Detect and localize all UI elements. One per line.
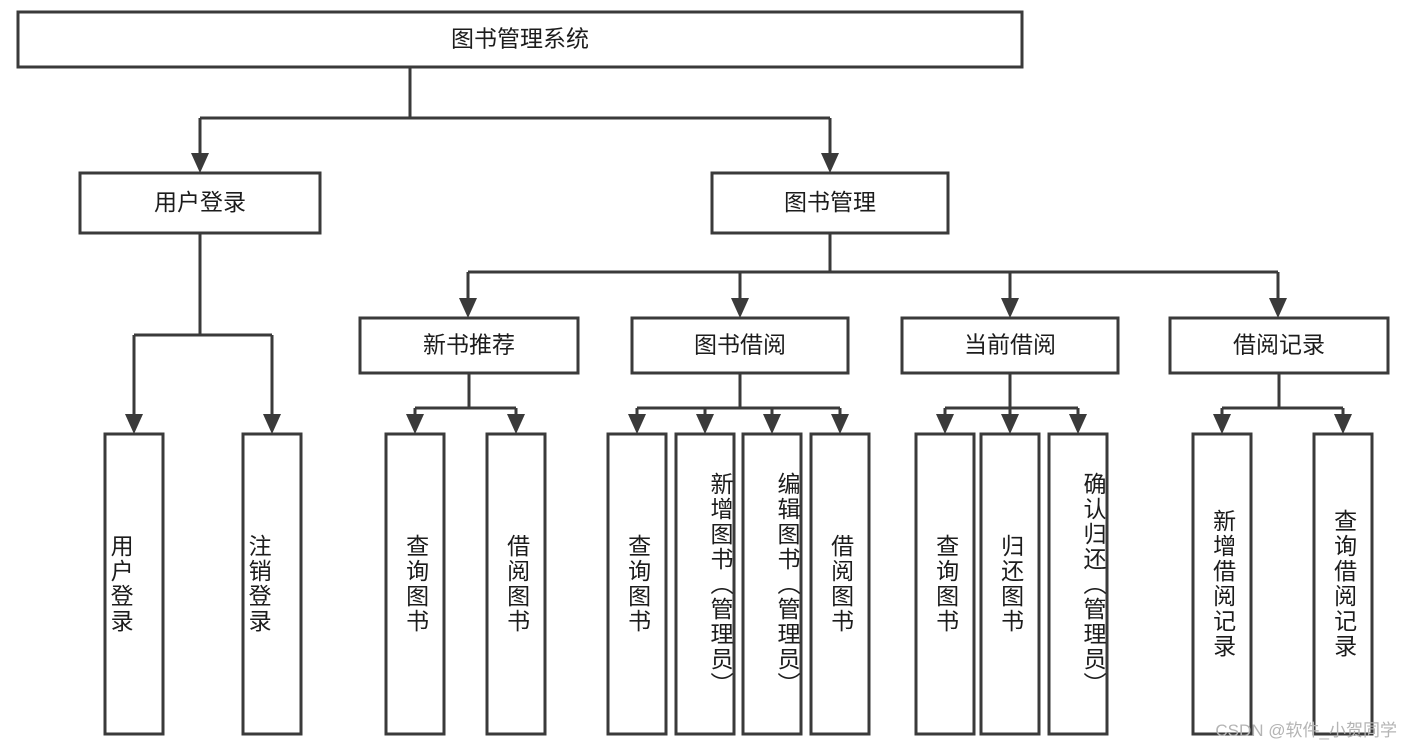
arrow-head-icon [459,298,477,318]
arrow-head-icon [1001,298,1019,318]
arrow-head-icon [1001,414,1019,434]
node-leaf-logout-box[interactable] [241,432,303,736]
node-leaf-borrow-book-box[interactable] [809,432,871,736]
node-book-manage-label: 图书管理 [784,189,876,215]
node-leaf-confirm-return-box[interactable] [1047,432,1109,736]
csdn-watermark: CSDN @软件_小贺同学 [1215,721,1397,740]
arrow-head-icon [821,153,839,173]
node-user-login-label: 用户登录 [154,189,246,215]
arrow-head-icon [628,414,646,434]
arrow-head-icon [696,414,714,434]
arrow-head-icon [763,414,781,434]
node-borrow-record-box[interactable] [1168,316,1390,375]
node-book-manage-box[interactable] [710,171,950,235]
node-leaf-query-record-box[interactable] [1312,432,1374,736]
node-borrow-record-label: 借阅记录 [1233,332,1325,358]
arrow-head-icon [1069,414,1087,434]
arrow-head-icon [731,298,749,318]
node-user-login-box[interactable] [78,171,322,235]
arrow-head-icon [263,414,281,434]
arrow-head-icon [507,414,525,434]
node-new-book-rec-box[interactable] [358,316,580,375]
node-leaf-edit-book-box[interactable] [741,432,803,736]
node-current-borrow-label: 当前借阅 [964,332,1056,358]
arrow-head-icon [1269,298,1287,318]
node-leaf-add-book-box[interactable] [674,432,736,736]
node-leaf-borrow-book-rec-box[interactable] [485,432,547,736]
arrow-head-icon [831,414,849,434]
node-leaf-query-book-rec-box[interactable] [384,432,446,736]
node-root-box[interactable] [16,10,1024,69]
node-new-book-rec-label: 新书推荐 [423,332,515,358]
arrow-head-icon [191,153,209,173]
node-boxes [16,10,1390,736]
node-book-borrow-label: 图书借阅 [694,332,786,358]
node-leaf-query-book-cur-box[interactable] [914,432,976,736]
arrow-head-icon [406,414,424,434]
node-leaf-return-book-box[interactable] [979,432,1041,736]
arrow-head-icon [936,414,954,434]
node-leaf-user-login-box[interactable] [103,432,165,736]
arrow-head-icon [1213,414,1231,434]
connector-edges [125,67,1352,434]
node-leaf-add-record-box[interactable] [1191,432,1253,736]
node-current-borrow-box[interactable] [900,316,1120,375]
node-leaf-query-book-borrow-box[interactable] [606,432,668,736]
arrow-head-icon [1334,414,1352,434]
arrow-head-icon [125,414,143,434]
node-root-label: 图书管理系统 [451,26,589,52]
node-book-borrow-box[interactable] [630,316,850,375]
